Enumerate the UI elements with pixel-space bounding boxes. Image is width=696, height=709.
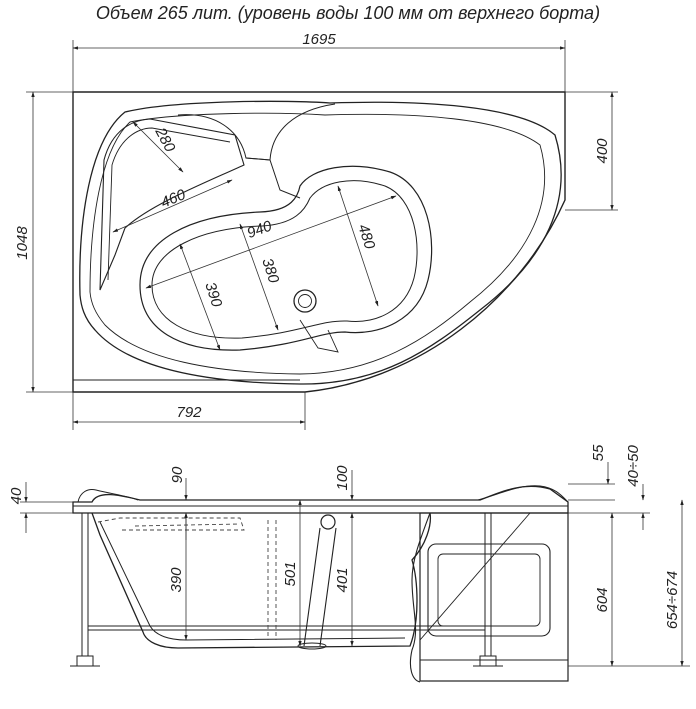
front-panel [419, 512, 569, 682]
basin-inner [151, 180, 418, 339]
diagonal-brace [419, 512, 531, 641]
bath-shell [91, 512, 432, 649]
armrest [177, 103, 336, 161]
hidden-seat [97, 517, 245, 531]
drawing-caption: Объем 265 лит. (уровень воды 100 мм от в… [95, 3, 601, 23]
drain-hole [293, 289, 317, 313]
panel-recess [427, 543, 551, 637]
dim-step-100: 100 [334, 465, 351, 491]
dim-front-length: 792 [176, 404, 202, 421]
dim-step-90: 90 [169, 466, 186, 483]
foot-right [479, 655, 497, 667]
plan-outer-contour [72, 91, 566, 393]
dim-inner-length: 940 [245, 217, 275, 242]
overflow-hole [320, 514, 336, 530]
hidden-seat-b [134, 523, 241, 527]
drain-bottom [297, 642, 327, 650]
drain-inner [298, 294, 312, 308]
dim-depth-401: 401 [334, 567, 351, 592]
foot-left [76, 655, 94, 667]
dim-inner-width-right: 480 [354, 222, 378, 252]
right-headrest [477, 485, 569, 503]
dim-overall-length: 1695 [302, 31, 336, 48]
side-view: 40 90 390 501 100 401 55 [8, 444, 690, 683]
dim-rim-thickness: 40 [8, 487, 25, 504]
dim-side-depth: 400 [594, 138, 611, 164]
dim-inner-depth: 501 [282, 561, 299, 586]
drain-channel [299, 319, 339, 353]
side-rim [72, 485, 569, 514]
dim-top-55: 55 [590, 444, 607, 461]
dim-panel-height: 604 [594, 587, 611, 612]
apron-edge [409, 512, 431, 683]
dim-backrest-length: 460 [158, 186, 188, 212]
left-headrest [77, 489, 139, 503]
dim-inner-width-left: 390 [201, 280, 225, 310]
dim-overall-width: 1048 [14, 226, 31, 260]
bath-shell-inner [99, 521, 406, 641]
top-view: 1695 1048 400 792 280 460 940 [14, 31, 618, 430]
drain-pipe [303, 527, 337, 647]
dim-total-height: 654÷674 [664, 571, 681, 629]
bowl-outer-edge [79, 100, 562, 385]
dim-top-range: 40÷50 [625, 445, 642, 487]
panel-recess-inner [437, 553, 541, 627]
dim-bath-depth: 390 [168, 567, 185, 593]
armrest-step [245, 157, 301, 199]
dim-inner-width-middle: 380 [258, 256, 282, 286]
